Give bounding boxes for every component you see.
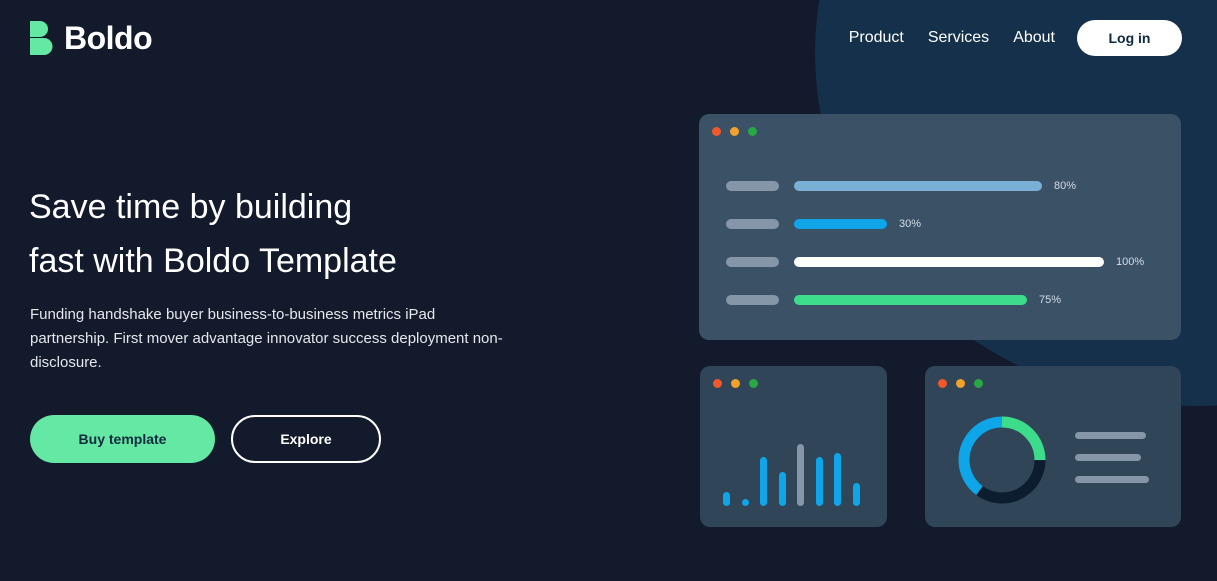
nav-link-about[interactable]: About xyxy=(1013,29,1055,46)
progress-row: 30% xyxy=(726,218,921,230)
hero-title-line-2: fast with Boldo Template xyxy=(29,242,397,280)
window-minimize-dot xyxy=(730,127,739,136)
hero-description: Funding handshake buyer business-to-busi… xyxy=(30,306,503,371)
column-bar xyxy=(797,444,804,506)
explore-button[interactable]: Explore xyxy=(231,415,381,463)
window-close-dot xyxy=(713,379,722,388)
window-close-dot xyxy=(938,379,947,388)
progress-fill xyxy=(794,181,1042,191)
progress-row: 100% xyxy=(726,256,1144,268)
window-maximize-dot xyxy=(749,379,758,388)
progress-label-placeholder xyxy=(726,295,779,305)
progress-fill xyxy=(794,295,1027,305)
progress-percent: 80% xyxy=(1054,180,1077,192)
donut-chart xyxy=(958,416,1046,504)
buy-template-button[interactable]: Buy template xyxy=(30,415,215,463)
donut-segment xyxy=(958,416,1046,504)
progress-label-placeholder xyxy=(726,181,779,191)
window-minimize-dot xyxy=(731,379,740,388)
progress-fill xyxy=(794,219,887,229)
column-bar xyxy=(741,499,749,506)
progress-row: 80% xyxy=(726,180,1076,192)
column-bar xyxy=(778,472,786,506)
window-minimize-dot xyxy=(956,379,965,388)
legend-line-placeholder xyxy=(1075,432,1146,439)
window-close-dot xyxy=(712,127,721,136)
column-bar xyxy=(760,457,767,506)
progress-track xyxy=(794,219,887,229)
progress-percent: 75% xyxy=(1039,294,1062,306)
legend-line-placeholder xyxy=(1075,476,1149,483)
progress-track xyxy=(794,295,1027,305)
column-chart-card xyxy=(700,366,887,527)
nav-link-services[interactable]: Services xyxy=(927,29,990,46)
progress-label-placeholder xyxy=(726,257,779,267)
window-maximize-dot xyxy=(974,379,983,388)
donut-segment xyxy=(958,416,1046,504)
login-button[interactable]: Log in xyxy=(1077,20,1182,56)
progress-percent: 30% xyxy=(899,218,922,230)
hero-title: Save time by building fast with Boldo Te… xyxy=(29,180,589,288)
window-controls xyxy=(938,379,992,388)
hero-title-line-1: Save time by building xyxy=(29,188,353,226)
progress-bars-card: 80% 30% 100% 75% xyxy=(699,114,1181,340)
progress-percent: 100% xyxy=(1116,256,1145,268)
boldo-logo-icon xyxy=(30,21,53,55)
progress-track xyxy=(794,257,1104,267)
brand-logo[interactable]: Boldo xyxy=(30,20,153,56)
window-maximize-dot xyxy=(748,127,757,136)
column-bar xyxy=(723,492,730,506)
progress-fill xyxy=(794,257,1104,267)
window-controls xyxy=(712,127,766,136)
brand-name: Boldo xyxy=(64,20,153,56)
main-nav: Product Services About Log in xyxy=(825,20,1182,56)
progress-row: 75% xyxy=(726,294,1061,306)
window-controls xyxy=(713,379,767,388)
donut-chart-card xyxy=(925,366,1181,527)
nav-link-product[interactable]: Product xyxy=(848,29,904,46)
column-bar xyxy=(815,457,823,506)
progress-label-placeholder xyxy=(726,219,779,229)
column-bar xyxy=(834,453,841,506)
progress-track xyxy=(794,181,1042,191)
column-bar xyxy=(852,483,860,506)
legend-line-placeholder xyxy=(1075,454,1141,461)
